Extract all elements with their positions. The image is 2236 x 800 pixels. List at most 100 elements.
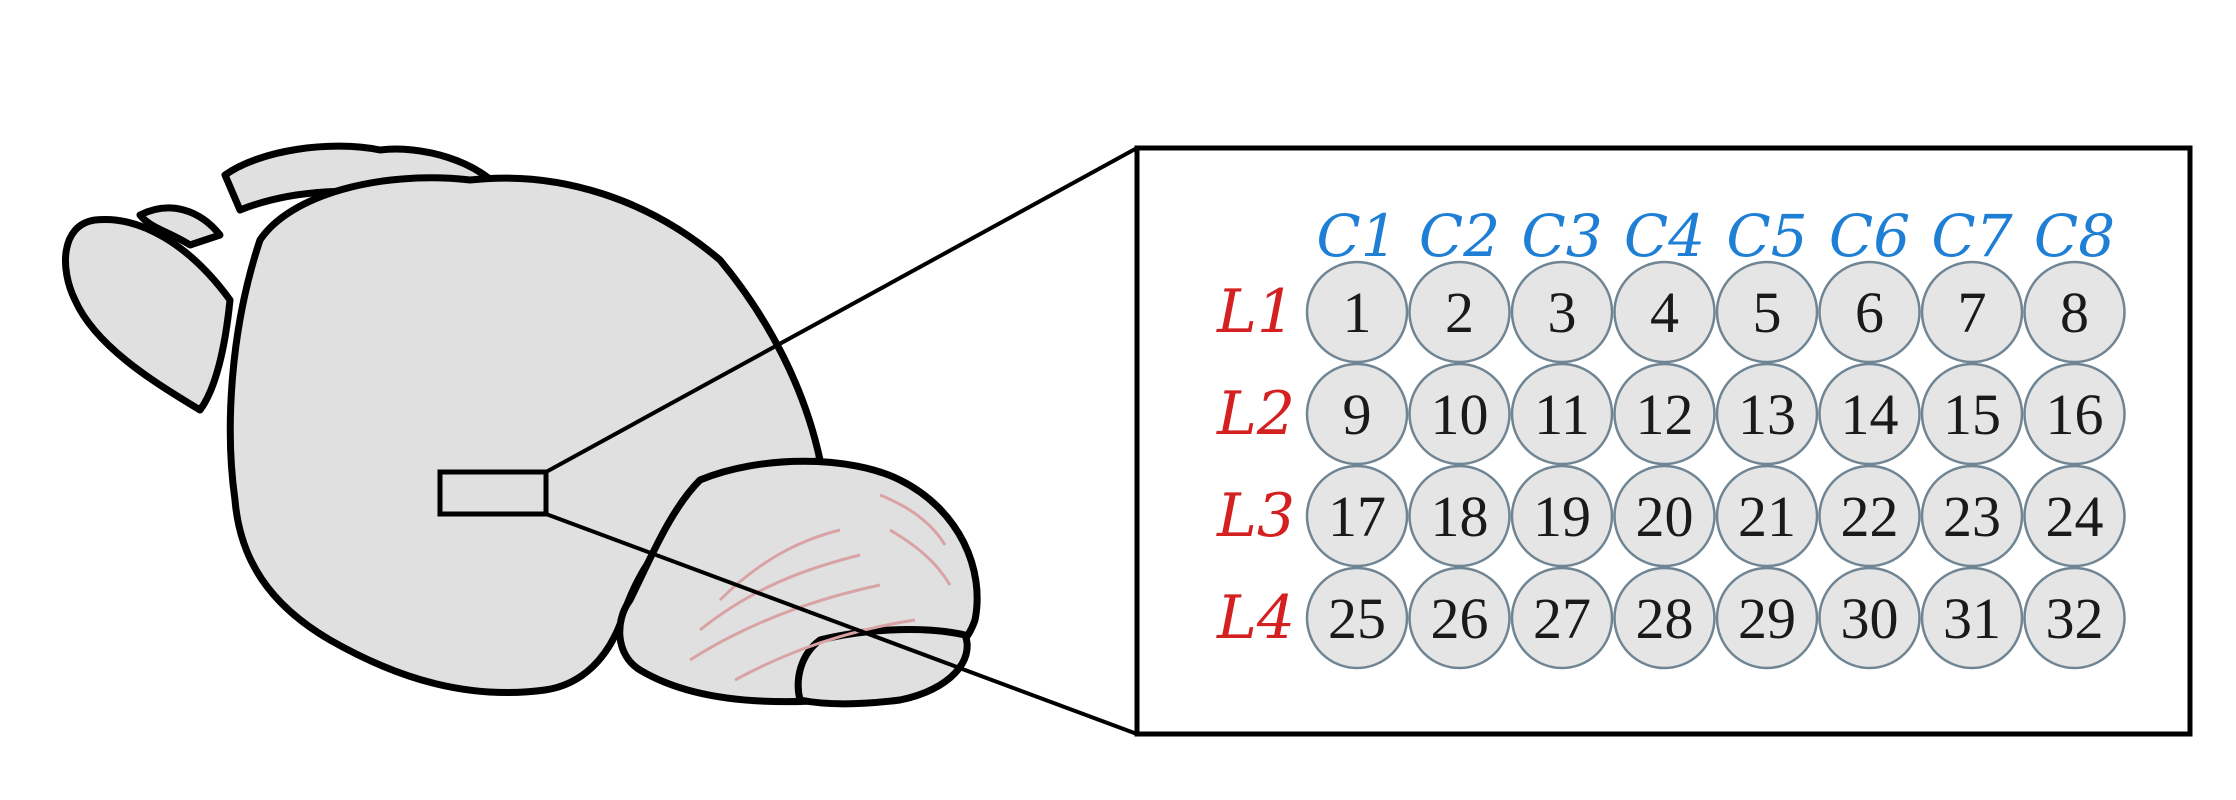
electrode-7: 7 xyxy=(1920,260,2024,364)
electrode-number: 27 xyxy=(1533,586,1591,651)
electrode-circle xyxy=(1818,260,1921,364)
folia-mark xyxy=(718,528,841,602)
electrode-number: 12 xyxy=(1636,382,1694,447)
folia-mark xyxy=(734,618,916,682)
electrode-number: 13 xyxy=(1738,382,1796,447)
folia-mark xyxy=(689,583,881,662)
zoom-connector-lines xyxy=(545,146,1138,736)
electrode-31: 31 xyxy=(1920,566,2024,670)
row-label-l3: L3 xyxy=(1216,481,1295,551)
electrode-circle xyxy=(1408,260,1511,364)
electrode-5: 5 xyxy=(1715,260,1819,364)
electrode-circle xyxy=(1715,260,1819,364)
electrode-14: 14 xyxy=(1818,362,1921,466)
row-label-l1: L1 xyxy=(1216,277,1295,347)
electrode-circle xyxy=(1920,362,2024,466)
electrode-18: 18 xyxy=(1408,464,1511,568)
electrode-13: 13 xyxy=(1715,362,1819,466)
zoom-line-bottom xyxy=(545,512,1138,736)
folia-mark xyxy=(889,528,952,586)
electrode-29: 29 xyxy=(1715,566,1819,670)
electrode-1: 1 xyxy=(1305,260,1409,364)
electrode-8: 8 xyxy=(2023,260,2126,364)
electrode-circle xyxy=(2023,260,2126,364)
column-label-c7: C7 xyxy=(1931,202,2012,270)
electrode-number: 22 xyxy=(1841,484,1899,549)
electrode-number: 28 xyxy=(1636,586,1694,651)
electrode-number: 1 xyxy=(1343,280,1372,345)
electrode-number: 18 xyxy=(1431,484,1489,549)
electrode-circle xyxy=(1613,566,1716,670)
electrode-12: 12 xyxy=(1613,362,1716,466)
electrode-27: 27 xyxy=(1510,566,1614,670)
electrode-circle xyxy=(1613,464,1716,568)
electrode-22: 22 xyxy=(1818,464,1921,568)
electrode-circle xyxy=(1408,566,1511,670)
electrode-number: 15 xyxy=(1943,382,2001,447)
electrode-number: 23 xyxy=(1943,484,2001,549)
electrode-circle xyxy=(1818,566,1921,670)
electrode-circle xyxy=(1305,362,1409,466)
column-label-c2: C2 xyxy=(1419,202,1500,270)
electrode-26: 26 xyxy=(1408,566,1511,670)
electrode-circle xyxy=(1613,260,1716,364)
electrode-number: 32 xyxy=(2046,586,2104,651)
electrode-number: 4 xyxy=(1650,280,1679,345)
folia-mark xyxy=(699,553,861,632)
electrode-number: 16 xyxy=(2046,382,2104,447)
electrode-9: 9 xyxy=(1305,362,1409,466)
electrode-19: 19 xyxy=(1510,464,1614,568)
electrode-number: 19 xyxy=(1533,484,1591,549)
brain-illustration xyxy=(62,142,981,708)
electrode-number: 31 xyxy=(1943,586,2001,651)
column-label-c3: C3 xyxy=(1521,202,1602,270)
electrode-number: 7 xyxy=(1958,280,1987,345)
brainstem xyxy=(794,626,971,708)
electrode-number: 6 xyxy=(1855,280,1884,345)
electrode-17: 17 xyxy=(1305,464,1409,568)
electrode-4: 4 xyxy=(1613,260,1716,364)
electrode-number: 26 xyxy=(1431,586,1489,651)
electrode-circle xyxy=(1920,464,2024,568)
electrode-number: 29 xyxy=(1738,586,1796,651)
electrode-number: 5 xyxy=(1753,280,1782,345)
electrode-circle xyxy=(1920,566,2024,670)
electrode-20: 20 xyxy=(1613,464,1716,568)
column-label-c8: C8 xyxy=(2034,202,2115,270)
electrode-15: 15 xyxy=(1920,362,2024,466)
electrode-circle xyxy=(1305,464,1409,568)
cerebellum-folia xyxy=(689,493,952,682)
electrode-circle xyxy=(2023,362,2126,466)
electrode-number: 25 xyxy=(1328,586,1386,651)
electrode-6: 6 xyxy=(1818,260,1921,364)
zoom-line-top xyxy=(545,146,1138,474)
column-label-c6: C6 xyxy=(1829,202,1910,270)
column-label-c1: C1 xyxy=(1316,202,1397,270)
electrode-number: 24 xyxy=(2046,484,2104,549)
electrode-16: 16 xyxy=(2023,362,2126,466)
electrode-25: 25 xyxy=(1305,566,1409,670)
electrode-21: 21 xyxy=(1715,464,1819,568)
electrode-circle xyxy=(1510,566,1614,670)
electrode-28: 28 xyxy=(1613,566,1716,670)
electrode-2: 2 xyxy=(1408,260,1511,364)
electrode-number: 14 xyxy=(1841,382,1899,447)
recording-site-marker xyxy=(437,469,549,517)
electrode-number: 20 xyxy=(1636,484,1694,549)
row-label-l2: L2 xyxy=(1216,379,1295,449)
electrode-circle xyxy=(1715,362,1819,466)
electrode-number: 2 xyxy=(1445,280,1474,345)
electrode-number: 30 xyxy=(1841,586,1899,651)
electrode-circle xyxy=(1613,362,1716,466)
electrode-number: 17 xyxy=(1328,484,1386,549)
electrode-circle xyxy=(2023,566,2126,670)
olfactory-bulb xyxy=(62,215,234,414)
row-label-l4: L4 xyxy=(1216,583,1295,653)
electrode-number: 21 xyxy=(1738,484,1796,549)
electrode-circle xyxy=(2023,464,2126,568)
electrode-number: 10 xyxy=(1431,382,1489,447)
